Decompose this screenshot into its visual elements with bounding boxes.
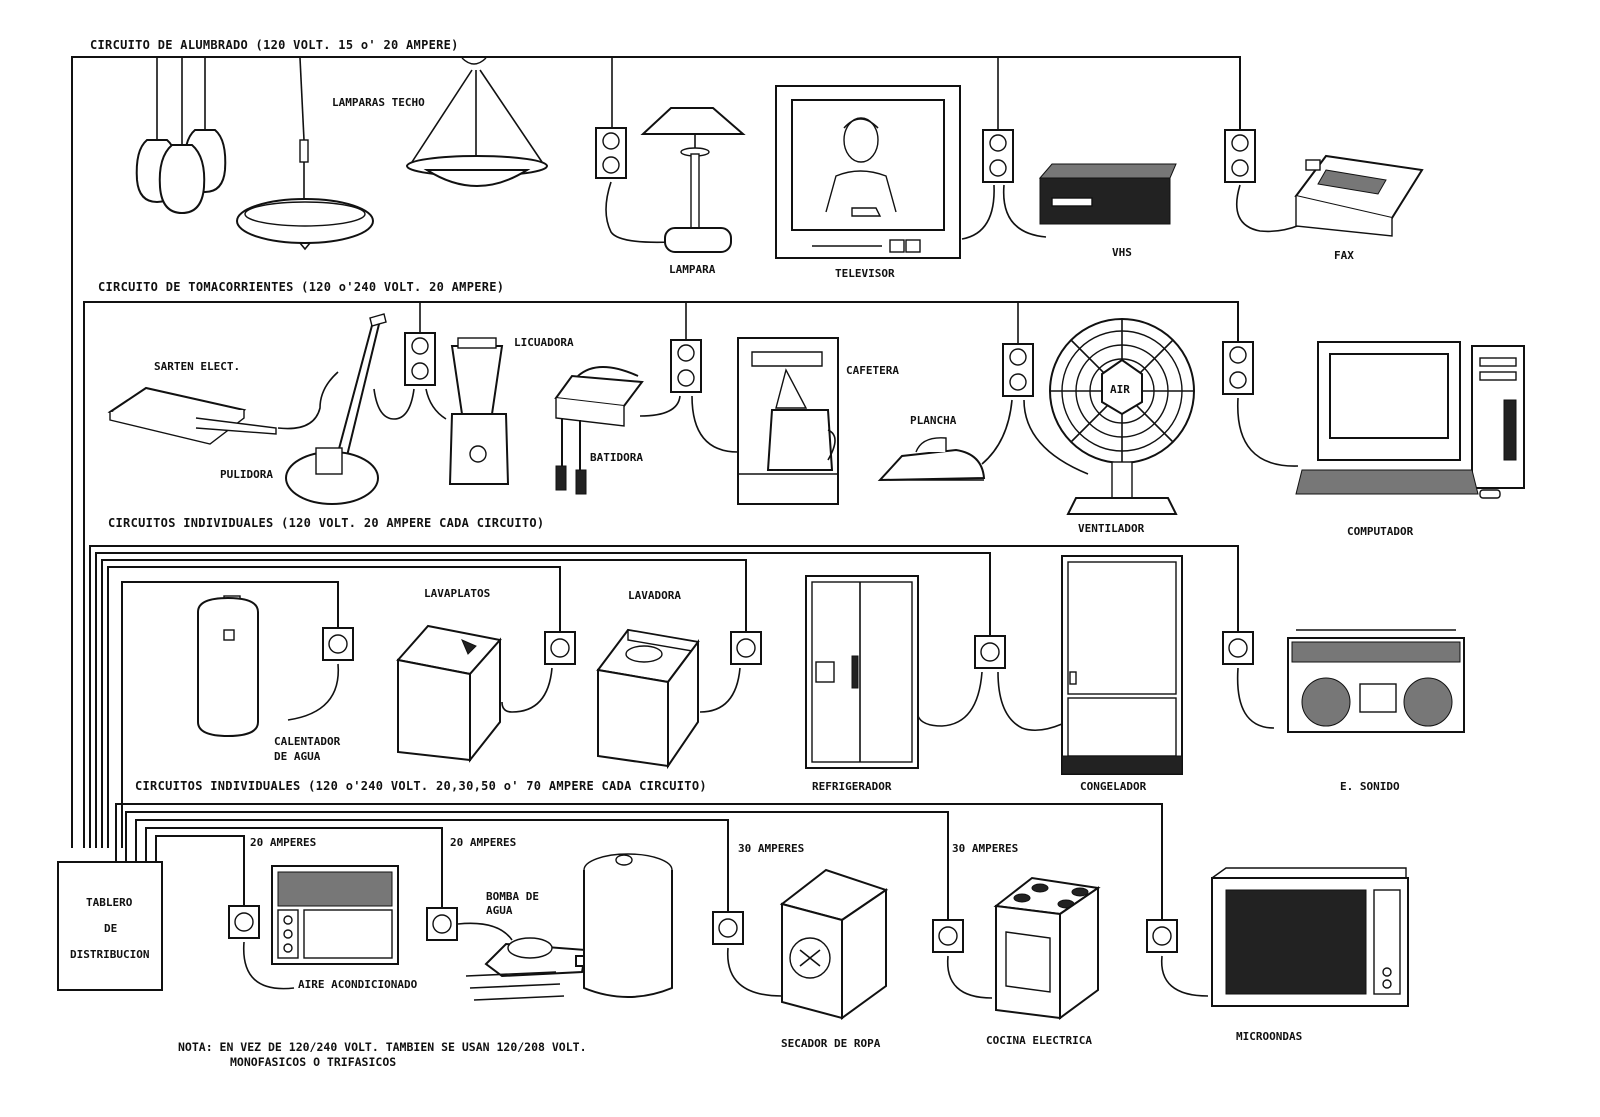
washing-machine-icon	[596, 628, 700, 770]
electric-skillet-icon	[107, 386, 277, 445]
label-ventilador: VENTILADOR	[1078, 522, 1145, 535]
label-batidora: BATIDORA	[590, 451, 643, 464]
coffee-maker-icon	[737, 337, 839, 505]
pendant-lamps-icon	[135, 58, 227, 215]
panel-line-1: TABLERO	[86, 896, 133, 909]
clothes-dryer-icon	[779, 868, 889, 1020]
table-lamp-icon	[640, 107, 746, 253]
freezer-icon	[1061, 555, 1183, 775]
label-vhs: VHS	[1112, 246, 1132, 259]
microwave-icon	[1211, 867, 1409, 1007]
label-cocina: COCINA ELECTRICA	[986, 1034, 1092, 1047]
label-plancha: PLANCHA	[910, 414, 957, 427]
outlet-microondas	[1146, 919, 1178, 953]
label-aire: AIRE ACONDICIONADO	[298, 978, 418, 991]
fan-air-badge: AIR	[1110, 383, 1130, 396]
circuit-outlets-title: CIRCUITO DE TOMACORRIENTES (120 o'240 VO…	[98, 280, 504, 294]
label-amp30-a: 30 AMPERES	[738, 842, 804, 855]
panel-line-3: DISTRIBUCION	[70, 948, 149, 961]
electric-stove-icon	[993, 876, 1101, 1020]
water-tank-icon	[583, 853, 673, 998]
blender-icon	[448, 337, 510, 485]
footnote: NOTA: EN VEZ DE 120/240 VOLT. TAMBIEN SE…	[178, 1040, 587, 1069]
label-lamparas-techo: LAMPARAS TECHO	[332, 96, 425, 109]
note-line-1: NOTA: EN VEZ DE 120/240 VOLT. TAMBIEN SE…	[178, 1040, 587, 1054]
circuit-individual-240v-title: CIRCUITOS INDIVIDUALES (120 o'240 VOLT. …	[135, 779, 707, 793]
label-congelador: CONGELADOR	[1080, 780, 1147, 793]
dishwasher-icon	[396, 624, 502, 763]
fax-machine-icon	[1294, 154, 1424, 237]
circuit-individual-120v-title: CIRCUITOS INDIVIDUALES (120 VOLT. 20 AMP…	[108, 516, 544, 530]
water-pump-icon	[465, 937, 595, 1001]
floor-polisher-icon	[285, 313, 387, 505]
refrigerator-icon	[805, 575, 919, 769]
mixer-icon	[554, 366, 644, 495]
label-amp20-b: 20 AMPERES	[450, 836, 516, 849]
label-refrigerador: REFRIGERADOR	[812, 780, 892, 793]
note-line-2: MONOFASICOS O TRIFASICOS	[230, 1055, 396, 1069]
vhs-player-icon	[1038, 163, 1177, 225]
label-lavaplatos: LAVAPLATOS	[424, 587, 490, 600]
iron-icon	[877, 437, 986, 482]
label-lavadora: LAVADORA	[628, 589, 681, 602]
ceiling-lamp-dish-icon	[236, 57, 374, 251]
air-conditioner-icon	[271, 865, 399, 965]
outlet-secador	[712, 911, 744, 945]
circuit-individual-120v: CIRCUITOS INDIVIDUALES (120 VOLT. 20 AMP…	[89, 516, 1465, 848]
circuit-outlets: CIRCUITO DE TOMACORRIENTES (120 o'240 VO…	[83, 280, 1525, 848]
label-computador: COMPUTADOR	[1347, 525, 1414, 538]
panel-line-2: DE	[104, 922, 117, 935]
label-bomba-1: BOMBA DE	[486, 890, 539, 903]
circuit-individual-240v: CIRCUITOS INDIVIDUALES (120 o'240 VOLT. …	[57, 779, 1409, 1050]
label-amp20-a: 20 AMPERES	[250, 836, 316, 849]
computer-icon	[1295, 341, 1525, 499]
label-calentador-1: CALENTADOR	[274, 735, 341, 748]
outlet-refrigerador-congelador	[974, 635, 1006, 669]
label-calentador-2: DE AGUA	[274, 750, 321, 763]
label-licuadora: LICUADORA	[514, 336, 574, 349]
label-lampara: LAMPARA	[669, 263, 716, 276]
circuit-lighting: CIRCUITO DE ALUMBRADO (120 VOLT. 15 o' 2…	[71, 38, 1424, 848]
label-bomba-2: AGUA	[486, 904, 513, 917]
label-secador: SECADOR DE ROPA	[781, 1037, 881, 1050]
label-amp30-b: 30 AMPERES	[952, 842, 1018, 855]
stereo-boombox-icon	[1287, 629, 1465, 733]
label-sonido: E. SONIDO	[1340, 780, 1400, 793]
label-pulidora: PULIDORA	[220, 468, 273, 481]
label-cafetera: CAFETERA	[846, 364, 899, 377]
label-televisor: TELEVISOR	[835, 267, 895, 280]
circuit-lighting-title: CIRCUITO DE ALUMBRADO (120 VOLT. 15 o' 2…	[90, 38, 459, 52]
fan-icon	[1049, 318, 1195, 515]
ceiling-lamp-cone-icon	[406, 57, 548, 187]
label-fax: FAX	[1334, 249, 1354, 262]
television-icon	[775, 85, 961, 259]
label-microondas: MICROONDAS	[1236, 1030, 1302, 1043]
label-sarten: SARTEN ELECT.	[154, 360, 240, 373]
distribution-panel: TABLERO DE DISTRIBUCION	[57, 861, 163, 991]
water-heater-icon	[197, 595, 259, 738]
